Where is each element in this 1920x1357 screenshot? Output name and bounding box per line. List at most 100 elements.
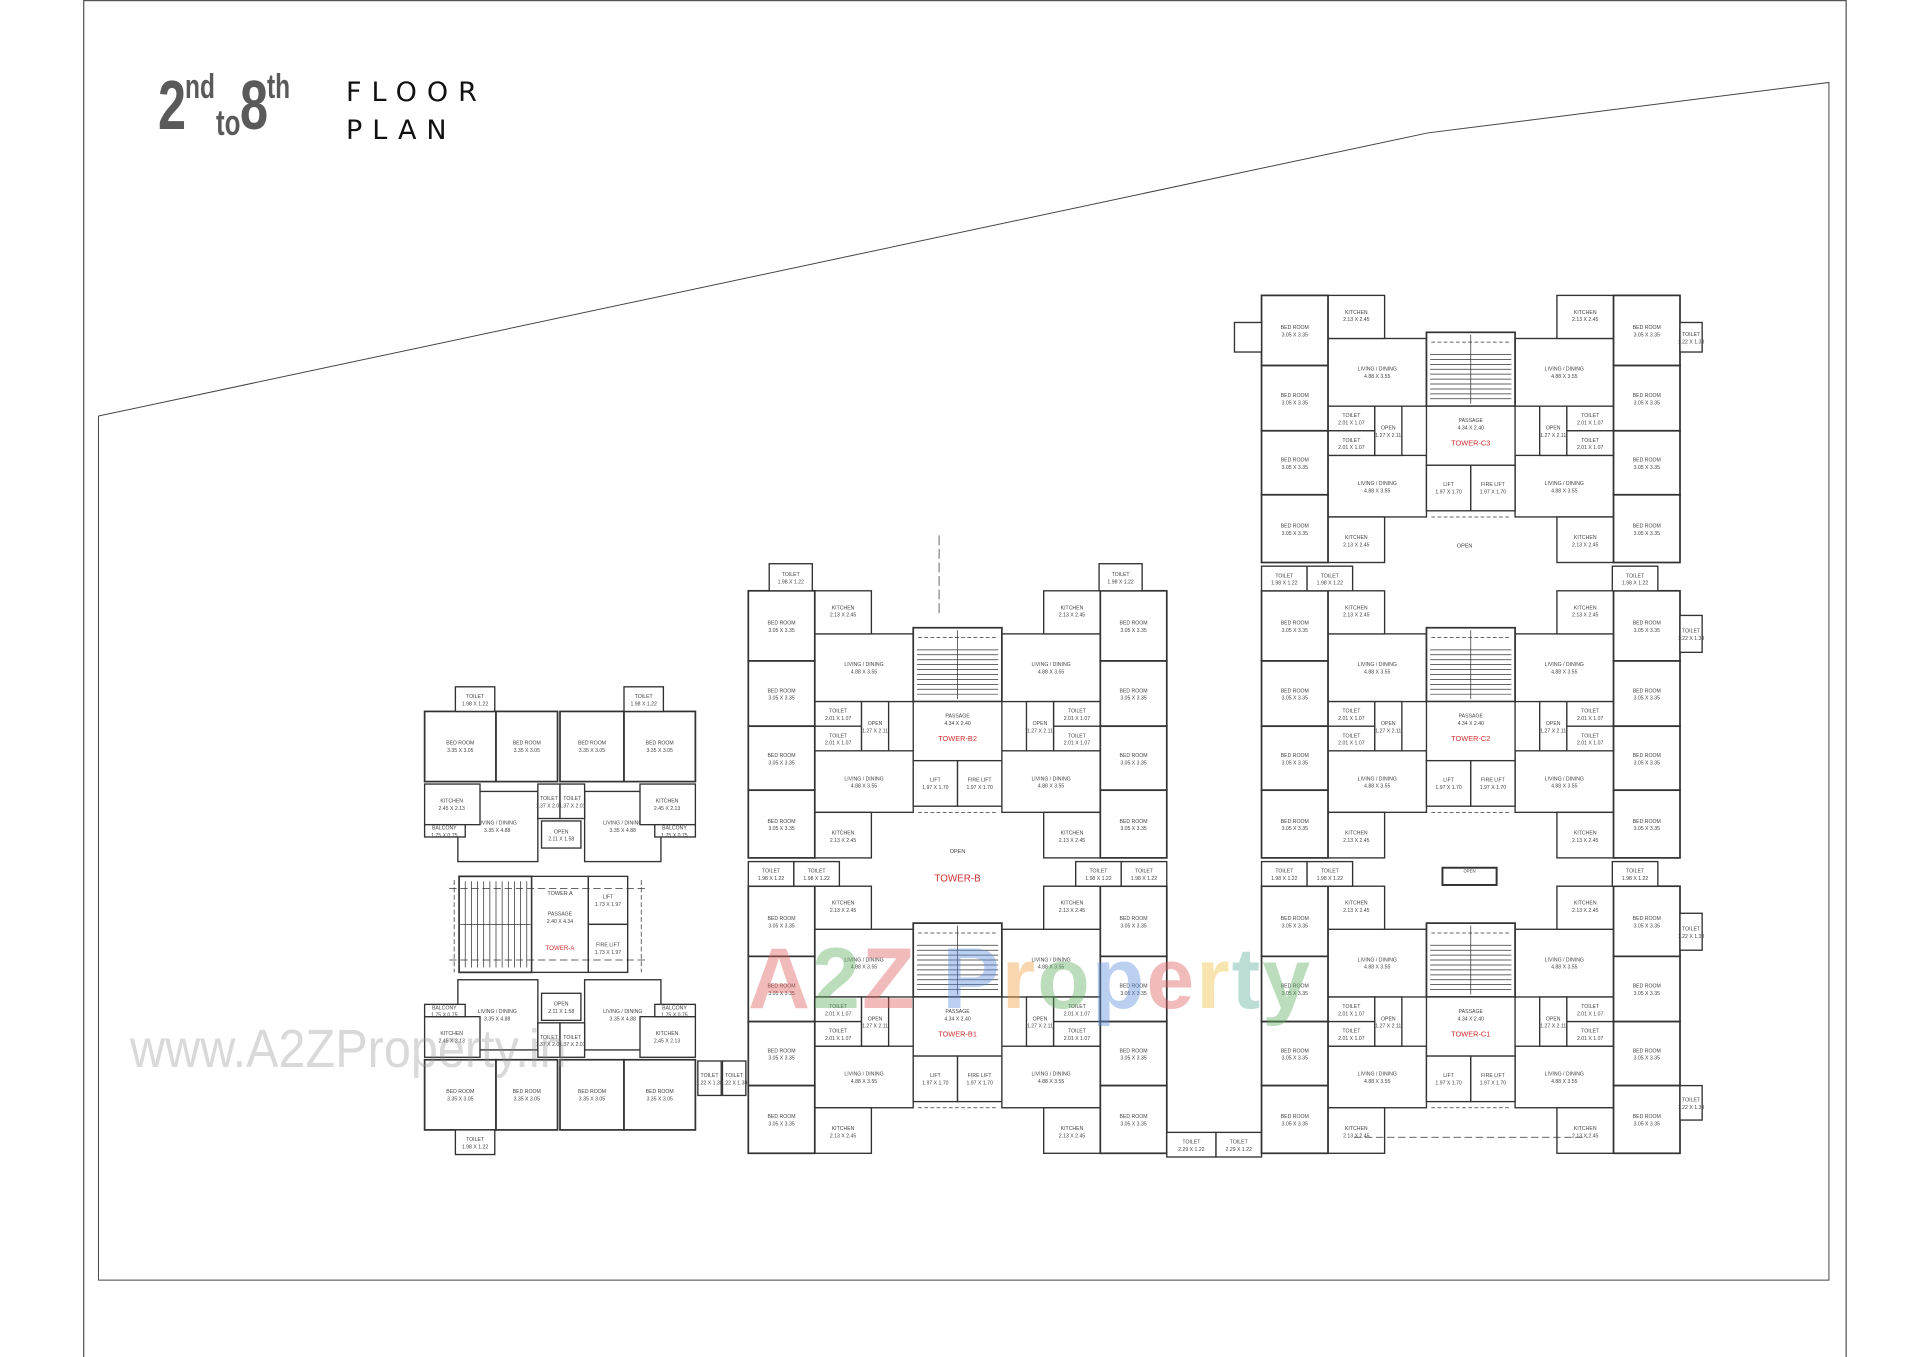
fire-lift bbox=[587, 923, 629, 974]
toilet-right-dimensions: 2.01 X 1.07 bbox=[1064, 741, 1091, 747]
living-top-dimensions: 3.35 X 4.88 bbox=[610, 828, 637, 834]
fire-lift-dimensions: 1.97 X 1.70 bbox=[1480, 1080, 1507, 1086]
living-dining-room bbox=[1001, 928, 1101, 998]
living-right-name: LIVING / DINING bbox=[1545, 481, 1584, 487]
fire-lift bbox=[1470, 759, 1516, 807]
kitchen-top-name: KITCHEN bbox=[440, 799, 463, 805]
toilet bbox=[1327, 405, 1376, 432]
kitchen-left-dimensions: 2.13 X 2.45 bbox=[1343, 908, 1370, 914]
toilet bbox=[1566, 725, 1615, 752]
lift-dimensions: 1.73 X 1.97 bbox=[595, 902, 622, 908]
toilet bbox=[1120, 860, 1168, 887]
floor-range-title: 2 nd to 8 th bbox=[158, 70, 300, 144]
living-right-dimensions: 4.88 X 3.55 bbox=[1551, 1079, 1578, 1085]
living-bottom-dimensions: 3.35 X 4.88 bbox=[610, 1016, 637, 1022]
living-right-dimensions: 4.88 X 3.55 bbox=[1038, 1079, 1065, 1085]
toilet-left-dimensions: 2.01 X 1.07 bbox=[1338, 1036, 1365, 1042]
kitchen-left-name: KITCHEN bbox=[832, 831, 855, 837]
bedroom-left-name: BED ROOM bbox=[767, 621, 795, 627]
open-cutout-box bbox=[1441, 866, 1498, 886]
toilet-dimensions: 1.98 X 1.22 bbox=[1131, 876, 1158, 882]
bedroom-right-dimensions: 3.05 X 3.35 bbox=[1120, 760, 1147, 766]
logo-letter: P bbox=[942, 931, 1002, 1027]
kitchen bbox=[1327, 590, 1386, 635]
living-top-name: LIVING / DINING bbox=[478, 821, 517, 827]
toilet-dimensions: 2.29 X 1.22 bbox=[1226, 1147, 1253, 1153]
kitchen-left-dimensions: 2.13 X 2.45 bbox=[1343, 838, 1370, 844]
living-left-dimensions: 4.88 X 3.55 bbox=[1364, 965, 1391, 971]
bedroom-bottom-dimensions: 3.35 X 3.05 bbox=[514, 1096, 541, 1102]
living-left-name: LIVING / DINING bbox=[844, 957, 883, 963]
bedroom-left-dimensions: 3.05 X 3.35 bbox=[768, 696, 795, 702]
toilet-left-name: TOILET bbox=[829, 709, 848, 715]
kitchen-left-dimensions: 2.13 X 2.45 bbox=[830, 613, 857, 619]
toilet-top-dimensions: 1.37 X 2.01 bbox=[536, 803, 563, 809]
toilet bbox=[1166, 1131, 1217, 1158]
bedroom-left-name: BED ROOM bbox=[767, 688, 795, 694]
toilet-right-name: TOILET bbox=[1581, 1029, 1600, 1035]
toilet bbox=[1098, 563, 1143, 592]
living-top-dimensions: 3.35 X 4.88 bbox=[484, 828, 511, 834]
open-left-name: OPEN bbox=[1381, 426, 1396, 432]
toilet-left-dimensions: 2.01 X 1.07 bbox=[1338, 445, 1365, 451]
bedroom-right-dimensions: 3.05 X 3.35 bbox=[1120, 991, 1147, 997]
toilet-name: TOILET bbox=[1682, 629, 1701, 635]
open-shaft bbox=[1374, 405, 1403, 457]
toilet bbox=[1566, 1020, 1615, 1047]
toilet-name: TOILET bbox=[1230, 1139, 1249, 1145]
toilet-left-dimensions: 2.01 X 1.07 bbox=[825, 716, 852, 722]
bedroom-left-name: BED ROOM bbox=[1281, 819, 1309, 825]
kitchen-left-dimensions: 2.13 X 2.45 bbox=[830, 1133, 857, 1139]
bedroom bbox=[1260, 493, 1329, 564]
living-left-name: LIVING / DINING bbox=[844, 662, 883, 668]
living-left-dimensions: 4.88 X 3.55 bbox=[851, 1079, 878, 1085]
bedroom-right-name: BED ROOM bbox=[1119, 753, 1147, 759]
bedroom-right-dimensions: 3.05 X 3.35 bbox=[1120, 923, 1147, 929]
balcony bbox=[654, 1003, 697, 1018]
kitchen-left-name: KITCHEN bbox=[1345, 831, 1368, 837]
living-right-dimensions: 4.88 X 3.55 bbox=[1551, 669, 1578, 675]
heading-line-plan: PLAN bbox=[346, 115, 457, 146]
kitchen-right-dimensions: 2.13 X 2.45 bbox=[1059, 1133, 1086, 1139]
kitchen-left-name: KITCHEN bbox=[1345, 535, 1368, 541]
toilet-left-dimensions: 2.01 X 1.07 bbox=[1338, 1011, 1365, 1017]
lift bbox=[1425, 464, 1472, 512]
bedroom bbox=[1099, 1084, 1168, 1155]
living-right-name: LIVING / DINING bbox=[1545, 1072, 1584, 1078]
passage bbox=[531, 875, 589, 974]
toilet-name: TOILET bbox=[1275, 573, 1294, 579]
fire-lift bbox=[956, 759, 1003, 807]
bedroom bbox=[1612, 589, 1681, 662]
bedroom bbox=[1260, 1084, 1329, 1155]
to-floor-suffix: th bbox=[267, 68, 291, 106]
living-right-dimensions: 4.88 X 3.55 bbox=[1551, 965, 1578, 971]
toilet bbox=[559, 783, 586, 820]
toilet bbox=[454, 1129, 496, 1156]
bedroom-right-name: BED ROOM bbox=[1633, 325, 1661, 331]
toilet-right-dimensions: 2.01 X 1.07 bbox=[1064, 716, 1091, 722]
living-left-name: LIVING / DINING bbox=[1358, 1072, 1397, 1078]
bedroom-left-name: BED ROOM bbox=[767, 753, 795, 759]
bedroom-right-name: BED ROOM bbox=[1119, 819, 1147, 825]
lift-name: LIFT bbox=[1443, 778, 1454, 784]
lift bbox=[912, 759, 959, 807]
bedroom bbox=[1260, 885, 1329, 958]
bedroom-top-dimensions: 3.35 X 3.05 bbox=[646, 748, 673, 754]
bedroom-left-dimensions: 3.05 X 3.35 bbox=[1282, 628, 1309, 634]
lift-name: LIFT bbox=[603, 895, 614, 901]
bedroom bbox=[1612, 660, 1681, 728]
balcony-top-dimensions: 1.75 X 0.75 bbox=[431, 833, 458, 839]
bedroom-left-dimensions: 3.05 X 3.35 bbox=[1282, 1056, 1309, 1062]
balcony-bottom-name: BALCONY bbox=[432, 1005, 457, 1011]
kitchen bbox=[814, 1107, 873, 1154]
toilet-dimensions: 1.98 X 1.22 bbox=[1271, 581, 1298, 587]
toilet bbox=[1052, 700, 1101, 727]
toilet-dimensions: 1.98 X 1.22 bbox=[1107, 579, 1134, 585]
open-shaft bbox=[1539, 405, 1568, 457]
toilet-dimensions: 1.22 X 1.38 bbox=[1678, 934, 1705, 940]
toilet-right-dimensions: 2.01 X 1.07 bbox=[1064, 1036, 1091, 1042]
logo-letter: r bbox=[1001, 931, 1038, 1027]
toilet-name: TOILET bbox=[466, 694, 485, 700]
passage-name: PASSAGE bbox=[548, 912, 573, 918]
tower-wing-label: TOWER-B1 bbox=[938, 1029, 977, 1038]
